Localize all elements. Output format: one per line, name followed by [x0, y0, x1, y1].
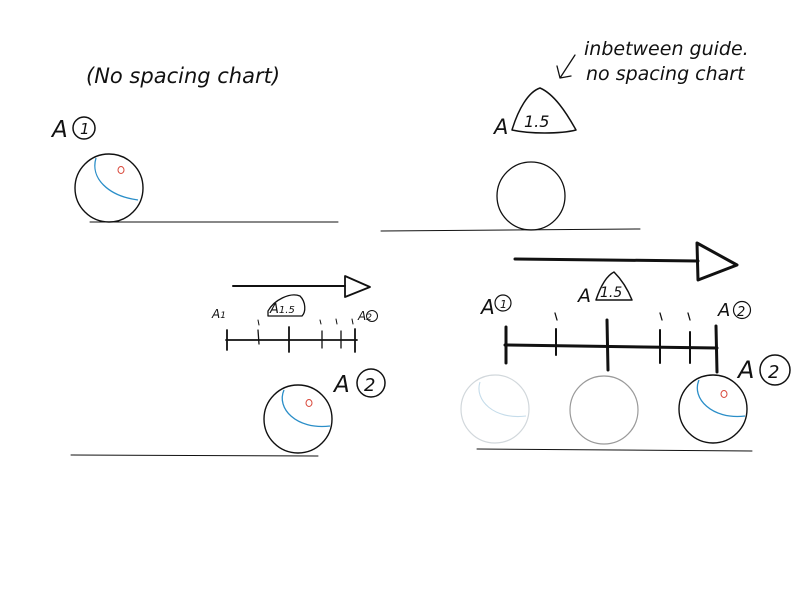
spacing-tick — [257, 329, 260, 345]
key-label-a15-number: 1.5 — [524, 112, 549, 131]
pointer-arrow — [556, 54, 576, 79]
ball-a2-rotation-arc — [281, 389, 331, 428]
key-circle-2 — [356, 368, 386, 398]
key-label-a2-letter: A — [332, 372, 350, 398]
panel-key-pose-a1: (No spacing chart) A 1 — [50, 64, 339, 223]
spacing-tick-marks — [257, 318, 354, 326]
key-label-a2-large-letter: A — [736, 356, 754, 384]
ball-a2-large-rotation-arc — [696, 379, 746, 418]
ball-a2 — [263, 384, 333, 454]
ground-line-a1-5 — [380, 228, 641, 232]
spacing-chart-line-large — [503, 343, 719, 350]
ball-a2-marker-dot — [305, 399, 313, 407]
key-label-a1-letter: A — [50, 117, 68, 143]
no-spacing-chart-note-2: no spacing chart — [586, 63, 746, 85]
spacing-tick-breakdown-large — [605, 318, 610, 372]
chart-label-a15-large-letter: A — [576, 285, 591, 307]
key-label-a2-number: 2 — [364, 375, 375, 396]
chart-label-a2-small: A2 — [357, 309, 372, 323]
ball-a1-marker-dot — [117, 166, 125, 174]
spacing-tick-marks-large — [554, 312, 691, 321]
key-label-a2-large-number: 2 — [768, 362, 779, 383]
key-circle-2-large — [759, 354, 791, 386]
panel-combined-spacing: A 1 A 1.5 A 2 A 2 — [460, 241, 791, 452]
ghost-ball-a1 — [460, 374, 530, 444]
chart-label-a1-large-number: 1 — [500, 298, 507, 311]
direction-arrow-head — [344, 275, 371, 298]
key-label-a15-letter: A — [492, 115, 508, 139]
chart-label-a15-small: A1.5 — [269, 302, 295, 317]
ghost-ball-a1-arc — [478, 381, 527, 418]
ball-a1-5 — [496, 161, 566, 231]
chart-breakdown-triangle-large — [595, 271, 633, 301]
chart-label-a2-large-number: 2 — [737, 305, 745, 320]
direction-arrow-head-large — [695, 241, 739, 282]
ball-a1 — [74, 153, 144, 223]
panel-breakdown-a1-5: inbetween guide. no spacing chart A 1.5 — [380, 38, 749, 232]
ground-line-a2 — [70, 454, 319, 457]
spacing-tick-key-a2-large — [714, 324, 719, 374]
chart-circle-a2-large — [732, 300, 752, 320]
chart-breakdown-triangle-small — [267, 294, 306, 317]
no-spacing-chart-note: (No spacing chart) — [86, 64, 280, 88]
chart-label-a2-large-letter: A — [717, 300, 730, 321]
ghost-ball-a1-5 — [569, 375, 639, 445]
inbetween-guide-note: inbetween guide. — [584, 38, 749, 60]
chart-circle-a2-small — [366, 310, 378, 322]
key-label-a1-number: 1 — [80, 120, 90, 138]
breakdown-triangle — [511, 87, 577, 134]
panel-key-pose-a2: A1 A1.5 A2 A 2 — [70, 275, 386, 457]
ball-a2-large-marker-dot — [720, 390, 728, 398]
chart-label-a1-large-letter: A — [479, 295, 495, 319]
key-circle-1 — [72, 116, 96, 140]
chart-circle-a1-large — [494, 294, 512, 312]
ball-a2-large — [678, 374, 748, 444]
direction-arrow-shaft-large — [513, 257, 700, 263]
chart-label-a15-large-number: 1.5 — [600, 285, 622, 301]
ground-line-combined — [476, 448, 753, 452]
chart-label-a1-small: A1 — [211, 307, 226, 321]
ball-a1-rotation-arc — [94, 157, 139, 201]
